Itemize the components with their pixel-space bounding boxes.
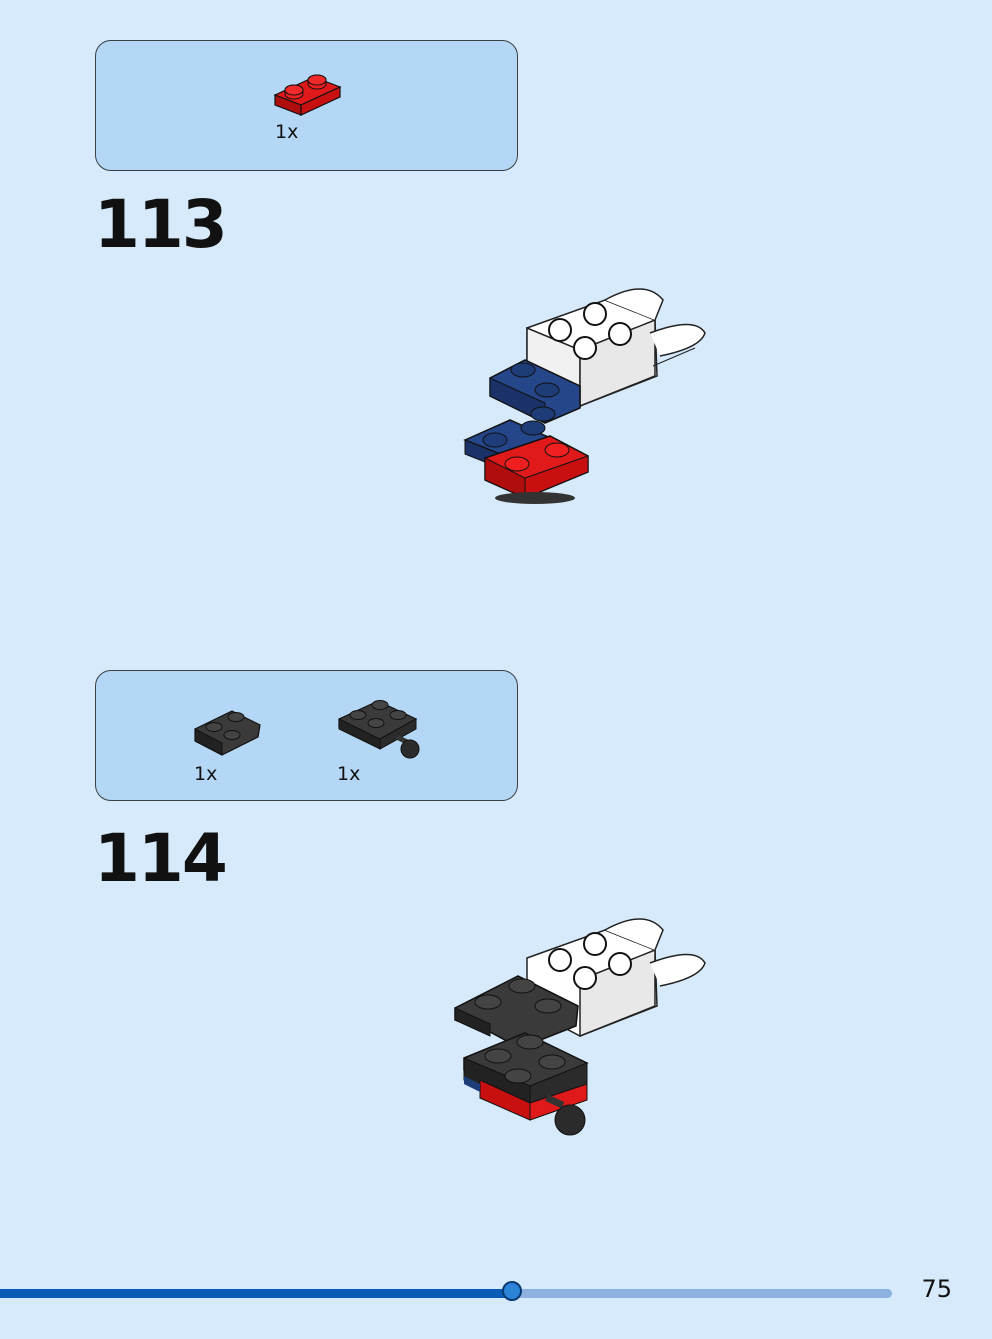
part-quantity: 1x <box>194 763 218 785</box>
red-plate-part-icon <box>272 69 342 119</box>
parts-callout-step-113: 1x <box>95 40 518 171</box>
step-number: 113 <box>94 186 228 263</box>
black-ball-joint-plate-part-icon <box>336 693 426 763</box>
step-number: 114 <box>94 820 228 897</box>
black-corner-plate-part-icon <box>192 701 262 761</box>
page-number: 75 <box>921 1275 952 1303</box>
progress-marker <box>502 1281 522 1301</box>
page-progress-bar <box>0 1281 892 1301</box>
step-114-model-illustration <box>450 908 715 1148</box>
progress-fill <box>0 1289 513 1298</box>
step-113-model-illustration <box>455 278 715 513</box>
part-quantity: 1x <box>275 121 299 143</box>
parts-callout-step-114: 1x 1x <box>95 670 518 801</box>
part-quantity: 1x <box>337 763 361 785</box>
